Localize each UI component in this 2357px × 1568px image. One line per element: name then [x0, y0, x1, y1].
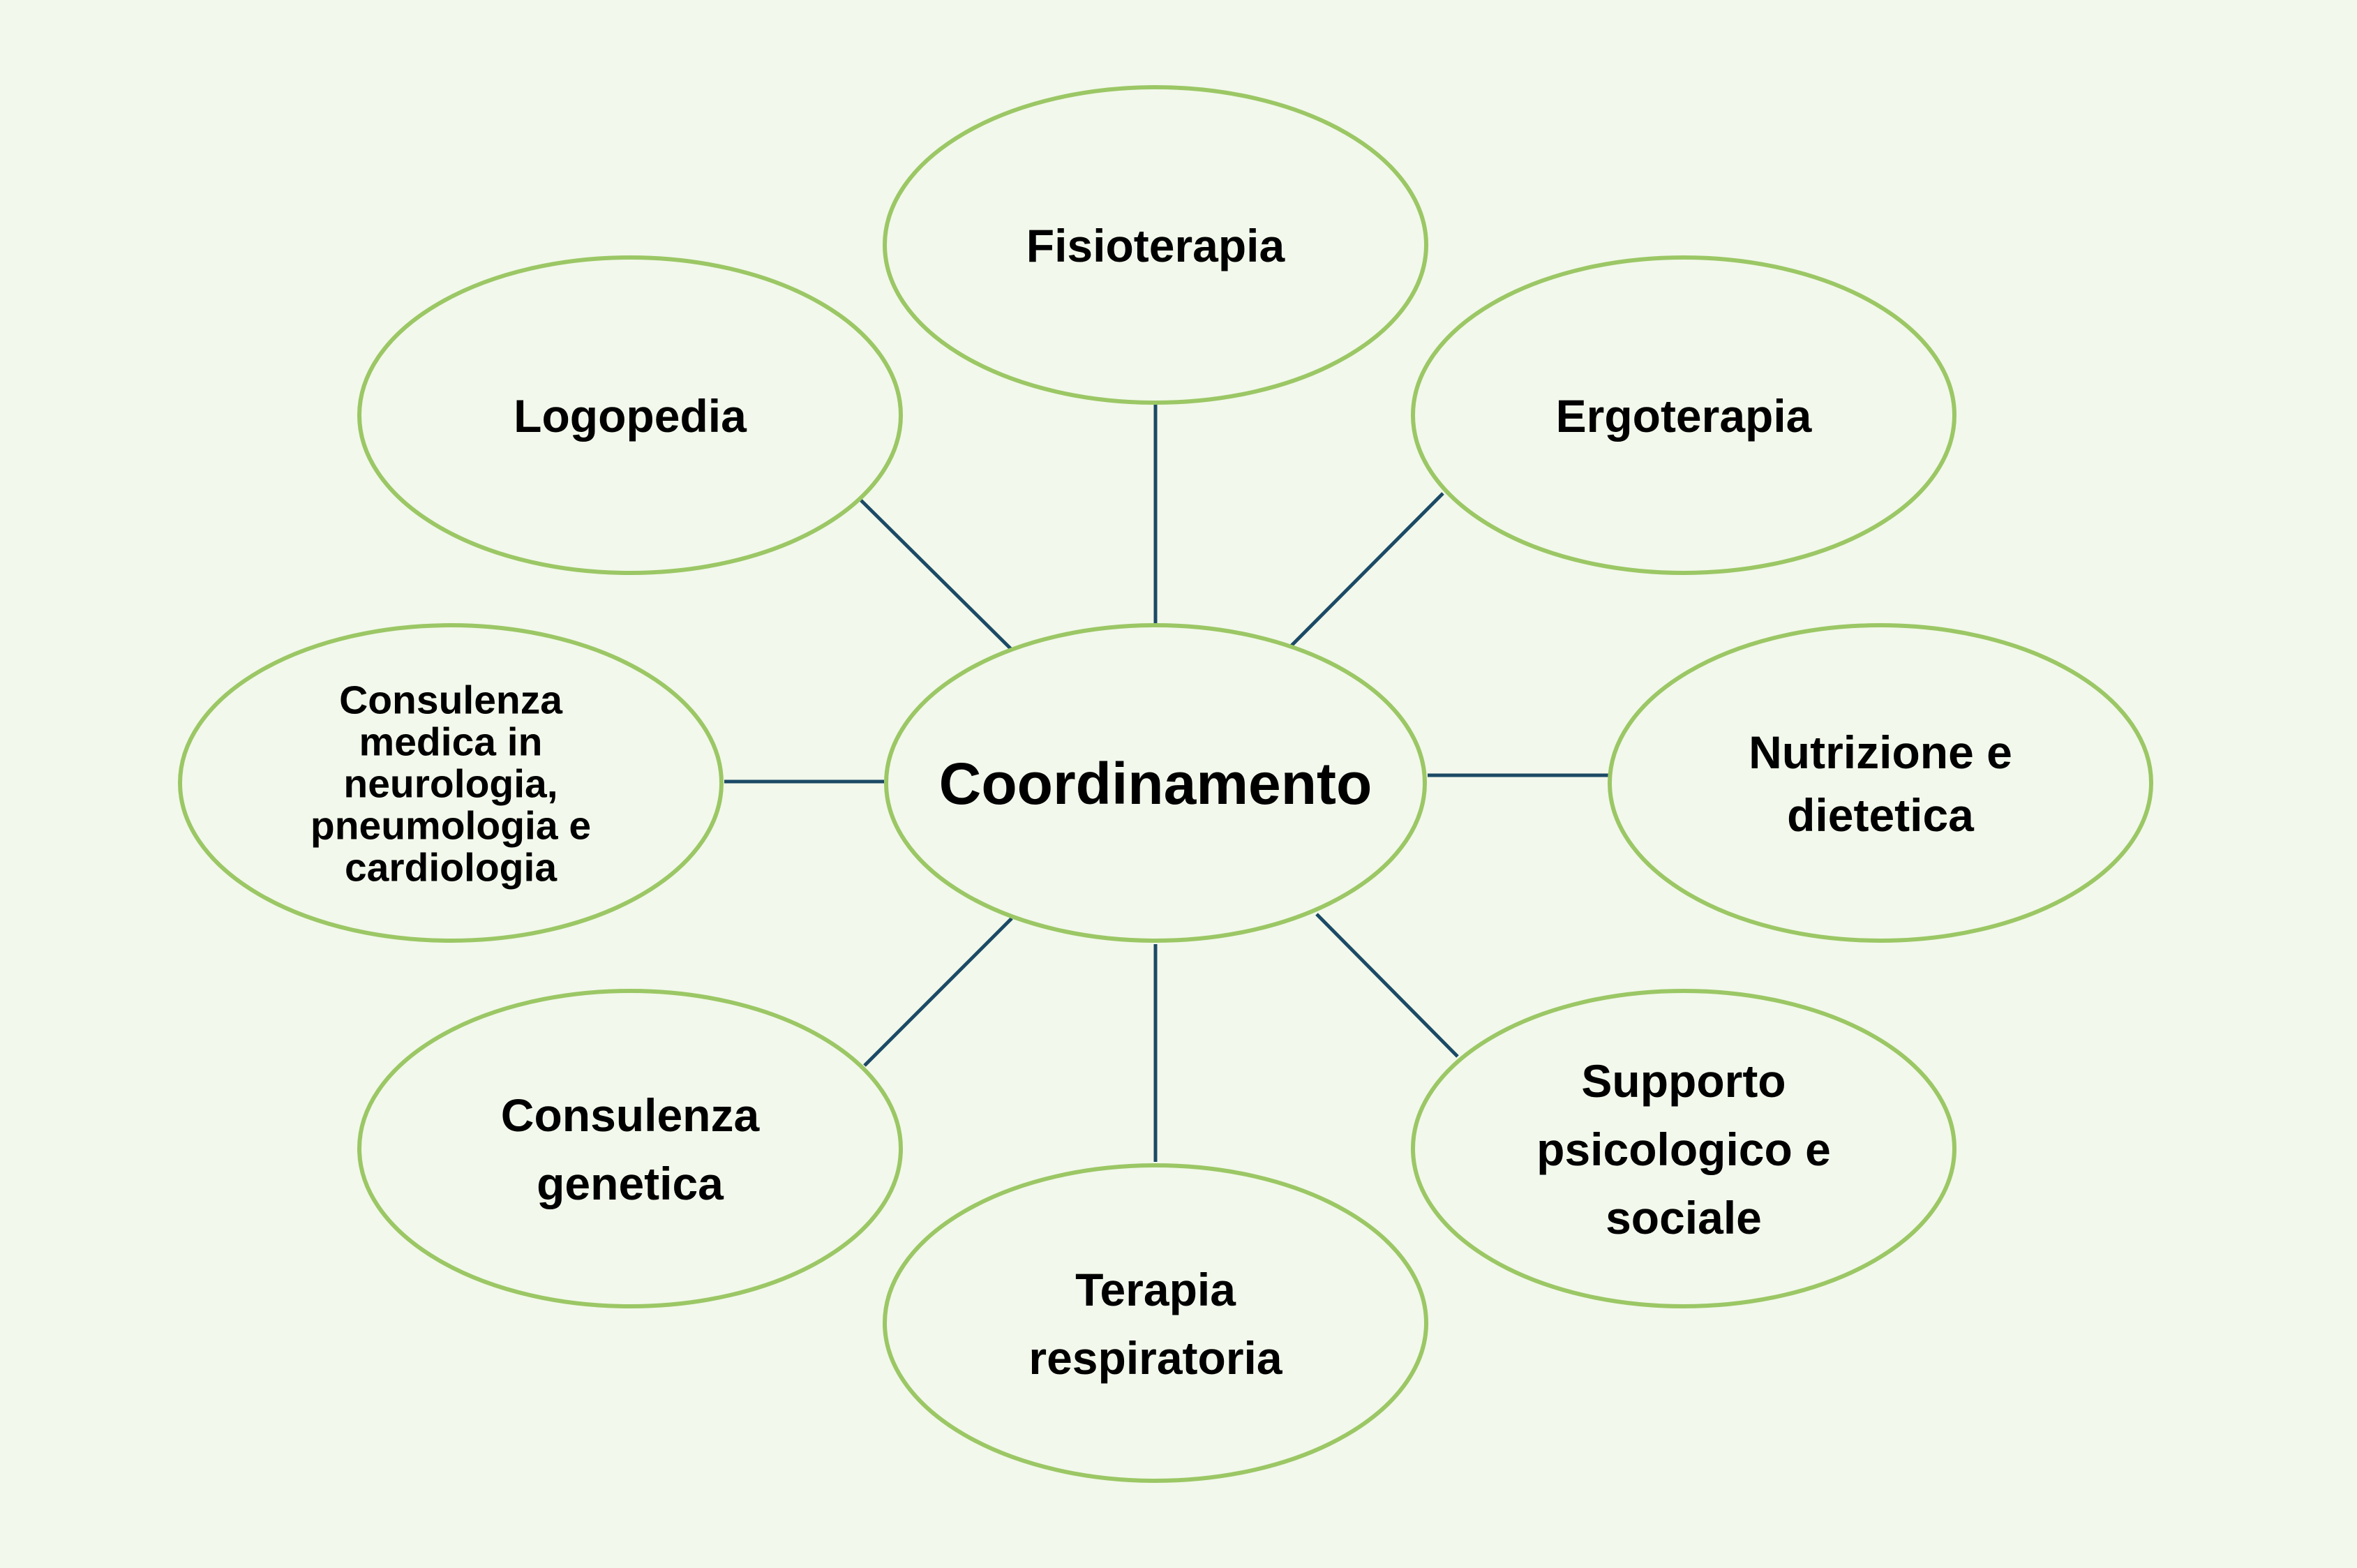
node-fisioterapia-ellipse	[883, 85, 1428, 405]
node-supporto-ellipse	[1411, 989, 1956, 1308]
node-logopedia-label: Logopedia	[514, 390, 747, 442]
node-consulenza-medica-label: pneumologia e	[310, 804, 591, 849]
node-terapia-respiratoria-ellipse	[883, 1163, 1428, 1483]
node-consulenza-medica-ellipse	[178, 623, 724, 943]
node-supporto-label: sociale	[1606, 1192, 1762, 1244]
node-consulenza-medica-label: medica in	[359, 720, 543, 765]
node-consulenza-genetica-ellipse	[357, 989, 903, 1308]
node-fisioterapia-label: Fisioterapia	[1026, 220, 1286, 271]
connector-supporto	[1315, 913, 1459, 1058]
node-ergoterapia: Ergoterapia	[1411, 255, 1956, 575]
node-logopedia: Logopedia	[357, 255, 903, 575]
node-consulenza-genetica: Consulenza genetica	[357, 989, 903, 1308]
node-fisioterapia: Fisioterapia	[883, 85, 1428, 405]
node-consulenza-genetica-label: Consulenza	[501, 1089, 761, 1141]
node-terapia-respiratoria-label: respiratoria	[1028, 1332, 1282, 1384]
node-supporto: Supporto psicologico e sociale	[1411, 989, 1956, 1308]
node-consulenza-genetica-label: genetica	[537, 1158, 724, 1209]
node-nutrizione-ellipse	[1608, 623, 2153, 943]
node-nutrizione-label: dietetica	[1787, 789, 1975, 841]
node-coordinamento: Coordinamento	[884, 623, 1427, 943]
node-nutrizione-label: Nutrizione e	[1749, 726, 2012, 778]
node-consulenza-medica-label: cardiologia	[345, 846, 558, 890]
node-nutrizione: Nutrizione e dietetica	[1608, 623, 2153, 943]
node-terapia-respiratoria: Terapia respiratoria	[883, 1163, 1428, 1483]
connector-consulenza-genetica	[863, 917, 1013, 1067]
node-supporto-label: psicologico e	[1536, 1123, 1831, 1175]
node-consulenza-medica-label: neurologia,	[343, 762, 558, 807]
node-coordinamento-label: Coordinamento	[939, 751, 1372, 816]
connector-ergoterapia	[1288, 492, 1444, 649]
node-supporto-label: Supporto	[1581, 1055, 1786, 1107]
node-logopedia-ellipse	[357, 255, 903, 575]
node-terapia-respiratoria-label: Terapia	[1075, 1264, 1236, 1315]
node-consulenza-medica-label: Consulenza	[339, 678, 563, 723]
connector-logopedia	[860, 499, 1013, 651]
node-ergoterapia-ellipse	[1411, 255, 1956, 575]
node-coordinamento-ellipse	[884, 623, 1427, 943]
node-ergoterapia-label: Ergoterapia	[1556, 390, 1813, 442]
